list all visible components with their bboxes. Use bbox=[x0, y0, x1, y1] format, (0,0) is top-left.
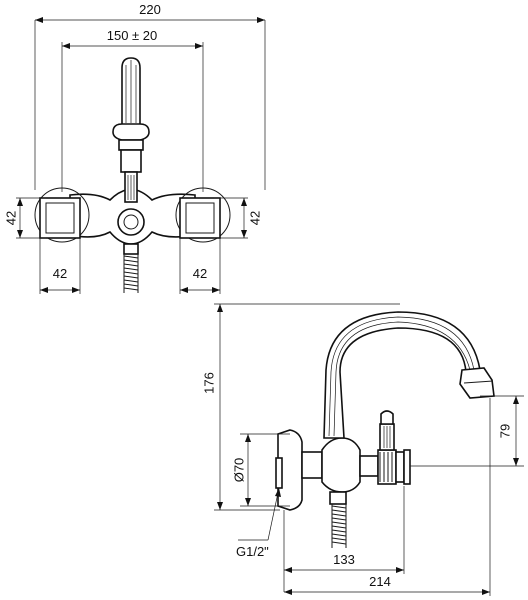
hose-side bbox=[329, 491, 347, 548]
thread-label: G1/2" bbox=[236, 544, 269, 559]
dim-right-width-label: 42 bbox=[193, 266, 207, 281]
dim-total-depth-label: 214 bbox=[369, 574, 391, 589]
dim-spout-reach: 133 bbox=[283, 486, 405, 592]
dim-total-height-label: 176 bbox=[201, 372, 216, 394]
hose-top bbox=[123, 243, 139, 293]
dim-overall-width: 220 bbox=[34, 2, 266, 190]
dim-total-height: 176 bbox=[201, 303, 400, 511]
dim-right-width: 42 bbox=[179, 238, 221, 294]
dim-left-height-label: 42 bbox=[3, 211, 18, 225]
handshower-top bbox=[112, 57, 150, 203]
dim-spout-height-label: 79 bbox=[497, 424, 512, 438]
mixer-body-top bbox=[34, 187, 231, 245]
mixer-body-side bbox=[301, 437, 411, 493]
side-handle bbox=[377, 449, 397, 485]
dim-left-width: 42 bbox=[39, 238, 81, 294]
right-handle-square bbox=[179, 197, 221, 239]
thread-callout: G1/2" bbox=[236, 487, 281, 559]
dim-spout-height: 79 bbox=[410, 395, 524, 467]
dim-left-height: 42 bbox=[3, 197, 46, 239]
wall-flange bbox=[275, 429, 303, 511]
side-view: 176 Ø70 79 133 bbox=[201, 303, 524, 596]
diverter-knob bbox=[379, 410, 395, 451]
left-handle-square bbox=[39, 197, 81, 239]
dim-right-height: 42 bbox=[214, 197, 262, 239]
dim-spout-reach-label: 133 bbox=[333, 552, 355, 567]
dim-diameter: Ø70 bbox=[231, 433, 290, 507]
dim-left-width-label: 42 bbox=[53, 266, 67, 281]
dim-right-height-label: 42 bbox=[247, 211, 262, 225]
dim-total-depth: 214 bbox=[284, 398, 491, 596]
dim-center-distance-label: 150 ± 20 bbox=[107, 28, 158, 43]
top-view: 220 150 ± 20 bbox=[3, 2, 266, 294]
dim-overall-width-label: 220 bbox=[139, 2, 161, 17]
dim-center-distance: 150 ± 20 bbox=[61, 28, 204, 192]
center-outlet bbox=[117, 208, 145, 236]
dim-diameter-label: Ø70 bbox=[231, 458, 246, 483]
spout-side bbox=[323, 311, 495, 439]
